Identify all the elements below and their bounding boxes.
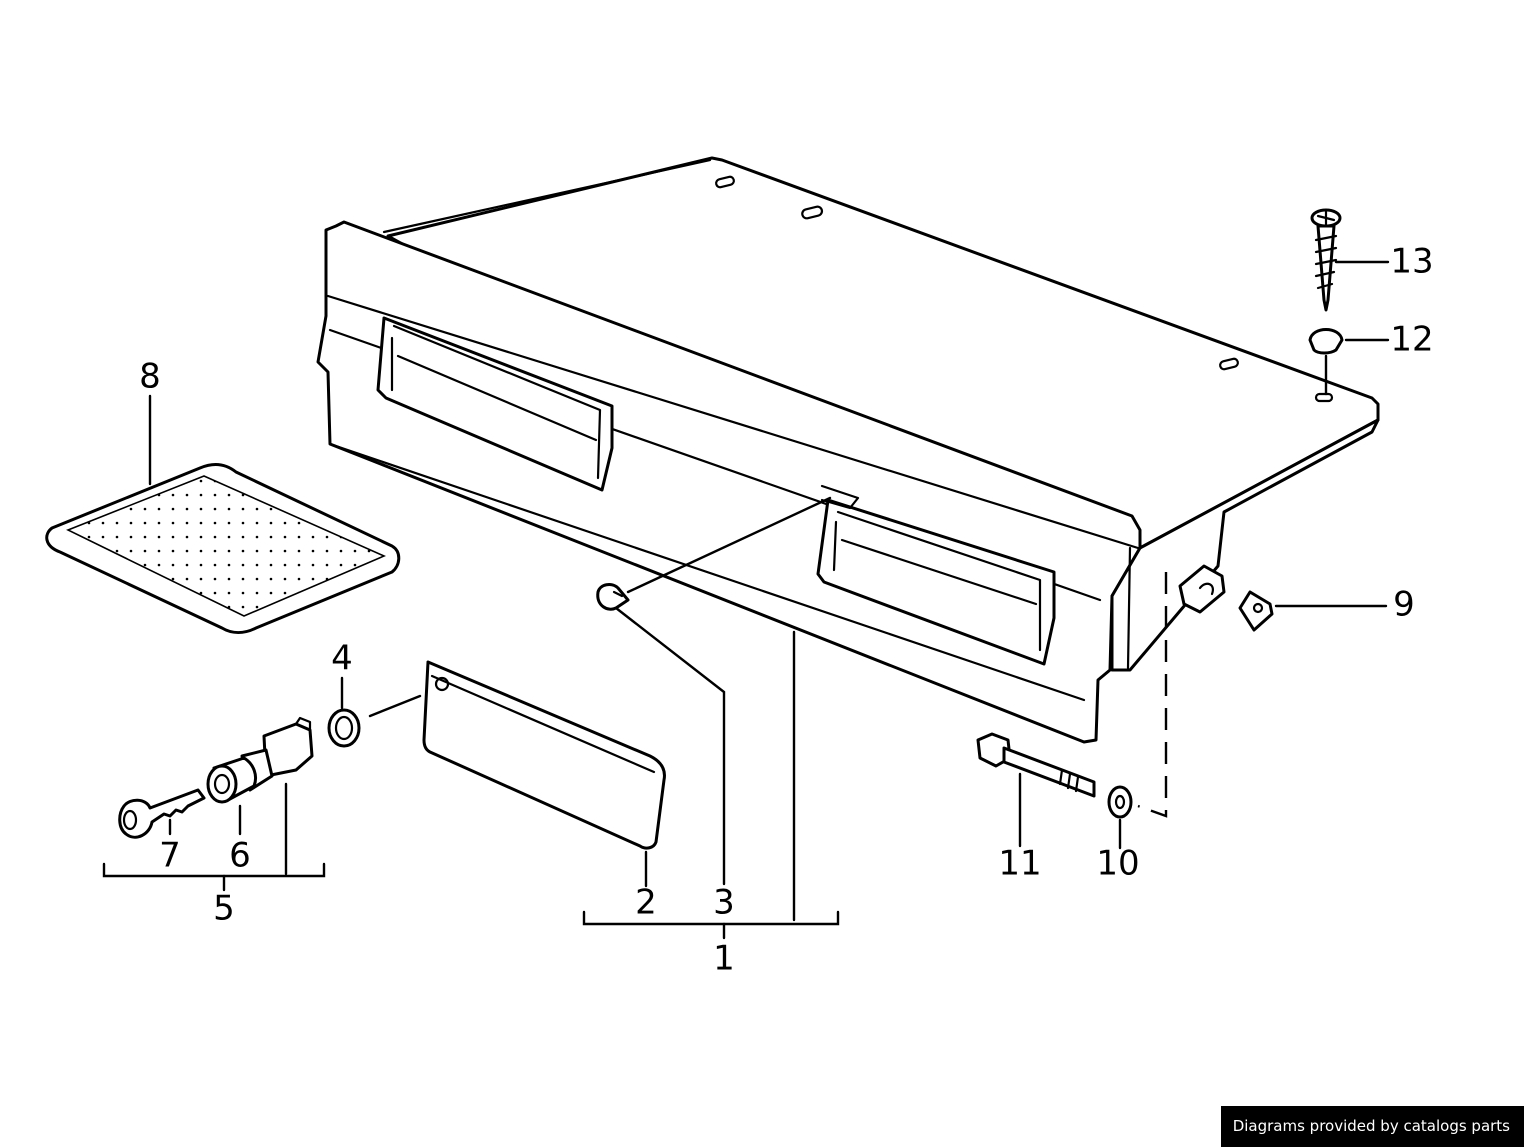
callout-12: 12 [1390, 320, 1433, 360]
callout-3: 3 [713, 883, 735, 923]
plug-part [596, 583, 630, 611]
mat-part [45, 463, 401, 634]
leader-lines [102, 260, 1390, 940]
callout-10: 10 [1096, 844, 1139, 884]
key-part [118, 788, 206, 839]
credit-badge: Diagrams provided by catalogs parts [1220, 1106, 1524, 1147]
callout-labels: 1 2 3 4 5 6 7 8 9 10 11 12 13 [139, 242, 1433, 979]
callout-4: 4 [331, 639, 353, 679]
glove-box-housing [316, 156, 1380, 744]
callout-6: 6 [229, 836, 251, 876]
cup-washer-part [1308, 328, 1344, 355]
callout-7: 7 [159, 836, 181, 876]
washer-part [327, 708, 361, 748]
bolt-part [976, 732, 1096, 798]
lid-part [422, 660, 666, 850]
screw-part [1310, 208, 1342, 312]
washer-small-part [1107, 785, 1133, 819]
callout-9: 9 [1393, 585, 1415, 625]
callout-8: 8 [139, 357, 161, 397]
callout-2: 2 [635, 883, 657, 923]
callout-13: 13 [1390, 242, 1433, 282]
callout-1: 1 [713, 939, 735, 979]
callout-11: 11 [998, 844, 1041, 884]
callout-5: 5 [213, 889, 235, 929]
clip-nut-part [1238, 590, 1274, 632]
lock-cylinder-part [206, 716, 314, 804]
